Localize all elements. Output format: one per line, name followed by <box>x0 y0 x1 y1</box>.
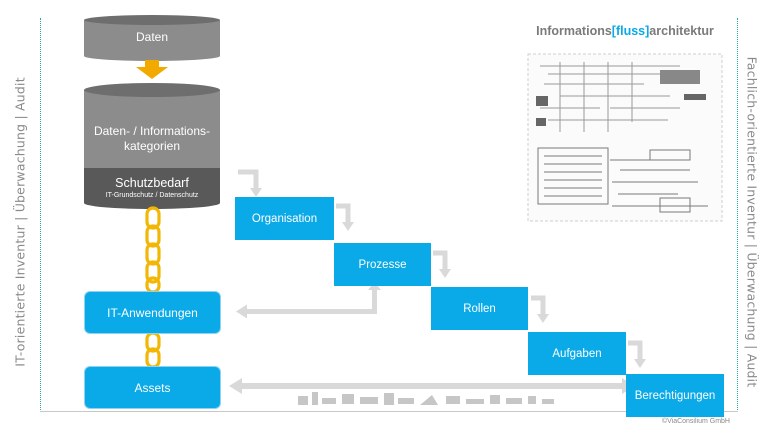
asset-icons-strip <box>298 392 554 405</box>
protection-title: Schutzbedarf <box>115 176 189 190</box>
chain-lower <box>145 331 161 369</box>
category-label: Daten- / Informations- kategorien <box>84 124 220 154</box>
main-cylinder <box>84 83 220 209</box>
chain-upper <box>145 206 161 294</box>
step-aufgaben: Aufgaben <box>528 332 626 375</box>
category-label-line1: Daten- / Informations- <box>93 124 211 138</box>
daten-label: Daten <box>135 30 169 44</box>
daten-cylinder <box>84 15 220 61</box>
architecture-title: Informations[fluss]architektur <box>520 24 730 38</box>
step-rollen: Rollen <box>431 287 528 330</box>
stair-arrows <box>238 169 643 359</box>
title-part-informations: Informations <box>536 24 612 38</box>
architecture-thumbnail <box>527 53 723 222</box>
protection-subtitle: IT-Grundschutz / Datenschutz <box>105 192 199 199</box>
bottom-border-line <box>40 411 738 412</box>
down-arrow-orange <box>136 60 168 79</box>
step-berechtigungen: Berechtigungen <box>626 374 724 417</box>
double-arrow <box>229 378 635 394</box>
stair-arrow-heads <box>250 188 646 368</box>
copyright-label: ©ViaConsilium GmbH <box>661 418 730 425</box>
return-arrow <box>236 282 381 319</box>
title-part-fluss: [fluss] <box>611 24 650 38</box>
left-border-line <box>40 18 41 410</box>
assets-box: Assets <box>84 366 221 409</box>
it-applications-box: IT-Anwendungen <box>84 291 221 334</box>
category-label-line2: kategorien <box>123 139 181 153</box>
step-prozesse: Prozesse <box>334 243 431 286</box>
title-part-architektur: architektur <box>649 24 714 38</box>
step-organisation: Organisation <box>235 197 334 240</box>
right-border-line <box>737 18 738 410</box>
